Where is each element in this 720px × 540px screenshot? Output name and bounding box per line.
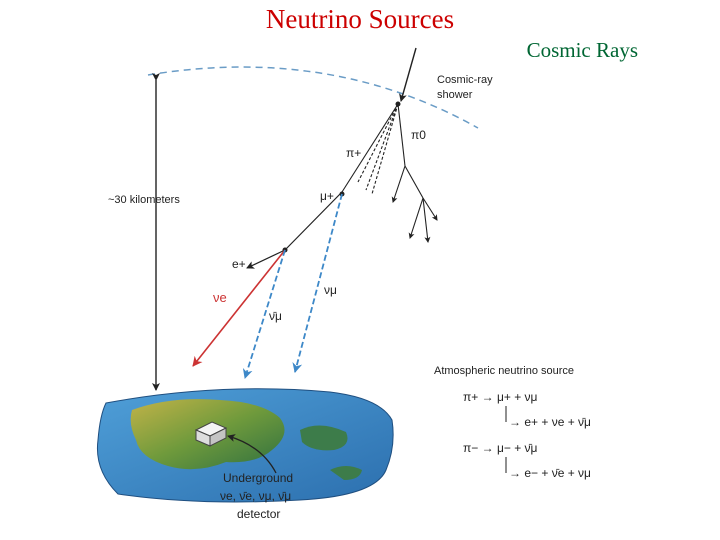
electron-neutrino-label: νe	[213, 290, 227, 305]
source-line-4: → e− + ν̄e + νμ	[509, 466, 591, 480]
island	[300, 425, 348, 451]
muon-antineutrino-label: ν̄μ	[269, 309, 282, 323]
detector-box	[194, 421, 228, 447]
detector-pointer	[227, 434, 277, 474]
positron-label: e+	[232, 257, 246, 271]
pion-plus-label: π+	[346, 146, 361, 160]
shower-label-line-2: shower	[437, 89, 473, 101]
positron-track	[246, 249, 286, 269]
atmosphere-arc	[147, 66, 479, 129]
muon-neutrino-label: νμ	[324, 283, 337, 297]
source-heading: Atmospheric neutrino source	[434, 365, 574, 377]
island-2	[330, 466, 362, 480]
source-line-3: π− → μ− + ν̄μ	[463, 441, 538, 455]
detector-label-line-2: νe, ν̄e, νμ, ν̄μ	[220, 489, 291, 503]
slide-title: Neutrino Sources	[265, 4, 455, 34]
pion-zero-label: π0	[411, 128, 426, 142]
detector-label-line-3: detector	[237, 507, 280, 521]
muon-neutrino-track	[292, 193, 343, 373]
source-line-2: → e+ + νe + ν̄μ	[509, 415, 591, 429]
detector-label-line-1: Underground	[223, 471, 293, 485]
source-line-1: π+ → μ+ + νμ	[463, 390, 538, 404]
distance-label: ~30 kilometers	[108, 194, 180, 206]
muon-plus-label: μ+	[320, 189, 334, 203]
cosmic-ray-track	[399, 47, 417, 102]
muon-track	[284, 191, 343, 251]
electron-neutrino-track	[192, 249, 286, 367]
muon-antineutrino-track	[242, 249, 286, 379]
shower-tracks	[341, 103, 438, 243]
shower-label-line-1: Cosmic-ray	[437, 74, 493, 86]
slide-subtitle: Cosmic Rays	[526, 38, 638, 62]
